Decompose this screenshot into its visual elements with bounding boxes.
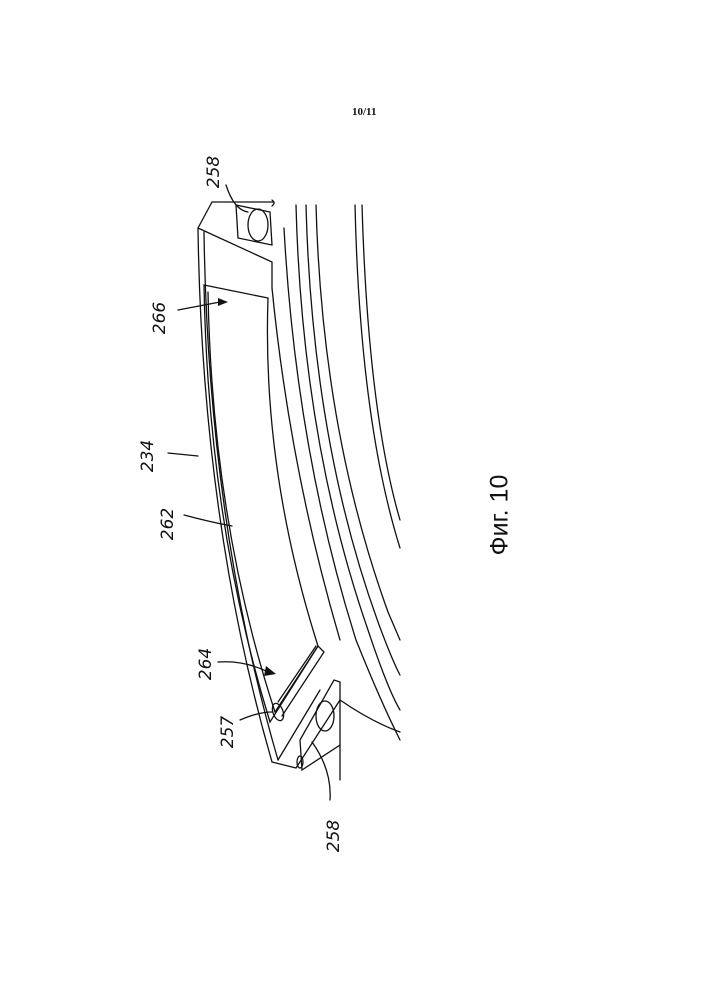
leader-234 (168, 453, 198, 456)
flange-edge (340, 700, 400, 780)
arrow-266 (218, 298, 228, 306)
bottom-boss-hole (316, 701, 334, 731)
label-266: 266 (150, 302, 170, 334)
slot-264 (275, 646, 324, 716)
label-257: 257 (218, 716, 238, 748)
label-262: 262 (158, 508, 178, 540)
outer-edge-inner (204, 232, 278, 760)
bottom-boss (300, 680, 340, 770)
top-end-face (198, 202, 272, 288)
label-234: 234 (138, 440, 158, 472)
outer-edge (198, 228, 272, 762)
label-258-top: 258 (204, 156, 224, 188)
window-outline (204, 285, 318, 722)
leader-258-top (226, 185, 248, 212)
arrow-264 (264, 666, 276, 676)
arc-1 (272, 288, 340, 640)
figure-caption: Фиг. 10 (486, 475, 515, 556)
leader-262 (184, 515, 232, 526)
leader-266 (178, 302, 220, 310)
top-boss-hole (248, 209, 268, 241)
label-258-bottom: 258 (324, 820, 344, 852)
arc-3 (296, 205, 400, 710)
leader-258-bottom (312, 742, 330, 800)
label-264: 264 (196, 648, 216, 680)
